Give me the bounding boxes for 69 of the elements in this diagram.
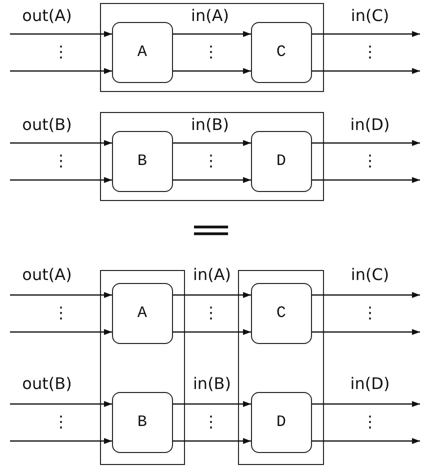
arrow (312, 31, 420, 37)
port-label: out(A) (22, 267, 72, 283)
arrow (312, 438, 420, 444)
process-box (250, 392, 312, 453)
node-label: A (137, 43, 147, 62)
arrow (10, 329, 112, 335)
ellipsis: ⋮ (203, 305, 219, 321)
arrow (312, 140, 420, 146)
group-frame (100, 3, 324, 92)
process-box (112, 392, 173, 453)
port-label: out(B) (22, 117, 72, 133)
arrow (173, 31, 251, 37)
arrow (173, 292, 251, 298)
node-label: C (276, 304, 286, 322)
arrow (173, 438, 251, 444)
group-frame (100, 112, 324, 201)
ellipsis: ⋮ (362, 414, 378, 430)
process-box (250, 130, 312, 192)
process-box (112, 130, 173, 192)
port-label: out(A) (22, 8, 72, 24)
process-box (112, 22, 173, 83)
equals-sign: = (188, 213, 234, 247)
group-frame (238, 270, 324, 465)
process-box (250, 282, 312, 344)
port-label: in(C) (350, 267, 390, 283)
group-frame (100, 270, 185, 465)
port-label: in(B) (192, 376, 232, 392)
node-label: D (276, 152, 286, 170)
arrow (10, 438, 112, 444)
node-label: C (276, 43, 286, 62)
node-label: B (137, 413, 147, 432)
arrow (10, 68, 112, 74)
arrow (173, 177, 251, 183)
port-label: in(A) (191, 8, 229, 24)
ellipsis: ⋮ (53, 305, 69, 321)
ellipsis: ⋮ (53, 44, 69, 60)
port-label: in(A) (193, 267, 231, 283)
port-label: in(C) (350, 8, 390, 24)
ellipsis: ⋮ (203, 44, 219, 60)
arrow (312, 329, 420, 335)
ellipsis: ⋮ (53, 153, 69, 169)
arrow (173, 329, 251, 335)
process-box (250, 22, 312, 83)
ellipsis: ⋮ (203, 153, 219, 169)
arrow (10, 401, 112, 407)
arrow (10, 292, 112, 298)
node-label: D (276, 413, 286, 432)
arrow (173, 401, 251, 407)
arrow (312, 401, 420, 407)
ellipsis: ⋮ (53, 414, 69, 430)
port-label: in(D) (350, 117, 390, 133)
arrow (10, 31, 112, 37)
arrow (312, 177, 420, 183)
ellipsis: ⋮ (362, 153, 378, 169)
ellipsis: ⋮ (203, 414, 219, 430)
port-label: out(B) (22, 376, 72, 392)
port-label: in(D) (350, 376, 390, 392)
process-box (112, 282, 173, 344)
node-label: A (137, 304, 147, 322)
port-label: in(B) (190, 117, 230, 133)
arrow (10, 177, 112, 183)
ellipsis: ⋮ (362, 44, 378, 60)
node-label: B (137, 152, 147, 170)
arrow (10, 140, 112, 146)
arrow (173, 68, 251, 74)
arrow (312, 292, 420, 298)
arrow (312, 68, 420, 74)
arrow (173, 140, 251, 146)
ellipsis: ⋮ (362, 305, 378, 321)
